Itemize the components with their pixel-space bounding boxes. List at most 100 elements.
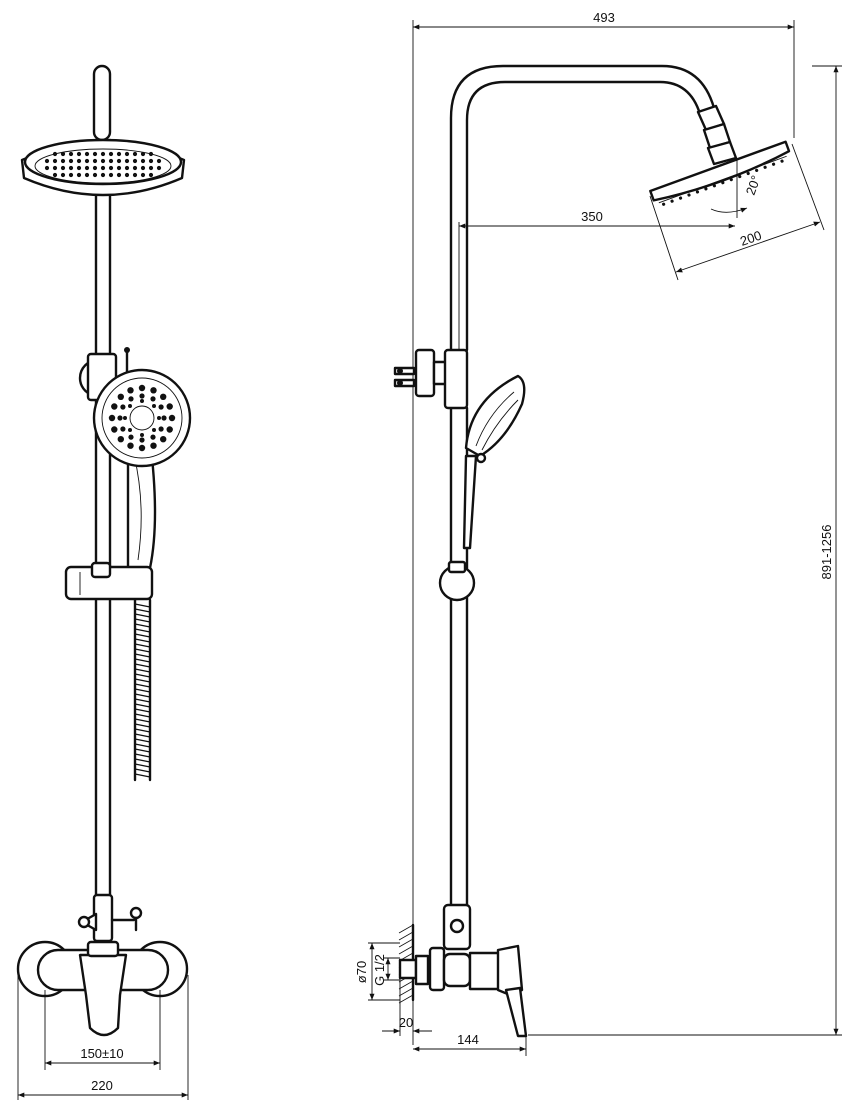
nozzle-dot xyxy=(156,165,162,171)
hose-coil xyxy=(134,688,151,693)
spray-dot xyxy=(152,404,156,408)
nozzle-dot xyxy=(68,151,74,157)
label-flange-diameter: ø70 xyxy=(354,961,369,983)
nozzle-dot xyxy=(704,187,708,191)
hose-coil xyxy=(134,743,151,748)
nozzle-dot xyxy=(76,172,82,178)
spray-dot xyxy=(158,426,164,432)
nozzle-dot xyxy=(132,165,138,171)
spray-dot xyxy=(139,393,145,399)
spray-dot xyxy=(157,416,161,420)
hatch-line xyxy=(398,938,414,948)
label-mixer-width: 220 xyxy=(91,1078,113,1093)
nozzle-dot xyxy=(100,172,106,178)
nozzle-dot xyxy=(68,158,74,164)
spray-dot xyxy=(150,442,157,449)
nozzle-dot xyxy=(76,151,82,157)
nozzle-dot xyxy=(124,172,130,178)
hose-coil xyxy=(134,648,151,653)
spray-dot xyxy=(138,444,146,452)
spray-dot xyxy=(117,436,125,443)
nozzle-dot xyxy=(140,172,146,178)
hose-coil xyxy=(134,673,151,678)
side-hand-shower xyxy=(462,374,526,550)
hose-coil xyxy=(134,623,151,628)
hose-coil xyxy=(134,763,151,768)
hatch-line xyxy=(398,931,414,941)
nozzle-dot xyxy=(124,158,130,164)
nozzle-dot xyxy=(76,165,82,171)
nozzle-dot xyxy=(76,158,82,164)
nozzle-dot xyxy=(124,151,130,157)
hose-coil xyxy=(134,608,151,613)
nozzle-dot xyxy=(116,158,122,164)
spray-dot xyxy=(168,414,176,422)
spray-dot xyxy=(117,415,123,421)
nozzle-dot xyxy=(755,168,759,172)
spray-dot xyxy=(138,384,146,392)
spray-dot xyxy=(150,396,156,402)
spray-dot xyxy=(120,404,126,410)
hose-coil xyxy=(134,683,151,688)
spray-dot xyxy=(166,426,173,433)
dim-mixer-depth: 144 xyxy=(413,1030,527,1056)
side-view: 20° 200 350 493 891-1256 xyxy=(354,10,842,1056)
spray-dot xyxy=(140,399,144,403)
front-diverter xyxy=(77,893,143,943)
label-thread: G 1/2 xyxy=(372,954,387,986)
hose-coil xyxy=(134,718,151,723)
nozzle-dot xyxy=(662,202,666,206)
nozzle-dot xyxy=(84,172,90,178)
hose-coil xyxy=(134,708,151,713)
front-hand-shower xyxy=(92,368,192,570)
nozzle-dot xyxy=(771,162,776,166)
nozzle-dot xyxy=(148,172,154,178)
dim-flange: ø70 G 1/2 xyxy=(354,942,400,1001)
spray-dot xyxy=(158,404,164,410)
dim-height-range: 891-1256 xyxy=(528,65,842,1036)
dim-head-size: 200 xyxy=(649,143,825,281)
hose-coil xyxy=(134,738,151,743)
spray-dot xyxy=(123,416,127,420)
hose-coil xyxy=(134,663,151,668)
spray-dot xyxy=(120,426,126,432)
hatch-line xyxy=(398,987,414,997)
spray-dot xyxy=(128,428,132,432)
nozzle-dot xyxy=(116,165,122,171)
nozzle-dot xyxy=(108,151,114,157)
side-diverter xyxy=(442,903,472,951)
spray-dot xyxy=(111,403,118,410)
hose-coil xyxy=(134,678,151,683)
spray-dot xyxy=(128,404,132,408)
nozzle-dot xyxy=(60,151,66,157)
nozzle-dot xyxy=(52,151,58,157)
nozzle-dot xyxy=(100,165,106,171)
dim-mixer-width: 220 xyxy=(17,975,189,1100)
spray-dot xyxy=(166,403,173,410)
hose-coil xyxy=(134,653,151,658)
nozzle-dot xyxy=(140,158,146,164)
nozzle-dot xyxy=(140,165,146,171)
hose-coil xyxy=(134,693,151,698)
nozzle-dot xyxy=(52,172,58,178)
hose-coil xyxy=(134,613,151,618)
nozzle-dot xyxy=(721,181,725,185)
nozzle-dot xyxy=(156,158,162,164)
spray-dot xyxy=(128,396,134,402)
hatch-line xyxy=(398,980,414,990)
nozzle-dot xyxy=(712,184,716,188)
spray-dot xyxy=(152,428,156,432)
dim-arm-reach: 350 xyxy=(458,209,735,350)
nozzle-dot xyxy=(44,158,50,164)
hose-coil xyxy=(134,758,151,763)
spray-dot xyxy=(127,442,134,449)
nozzle-dot xyxy=(763,165,767,169)
hose-coil xyxy=(134,723,151,728)
hose-coil xyxy=(134,668,151,673)
nozzle-dot xyxy=(92,172,98,178)
nozzle-dot xyxy=(108,172,114,178)
spray-dot xyxy=(117,393,125,400)
nozzle-dot xyxy=(84,151,90,157)
label-arm-reach: 350 xyxy=(581,209,603,224)
